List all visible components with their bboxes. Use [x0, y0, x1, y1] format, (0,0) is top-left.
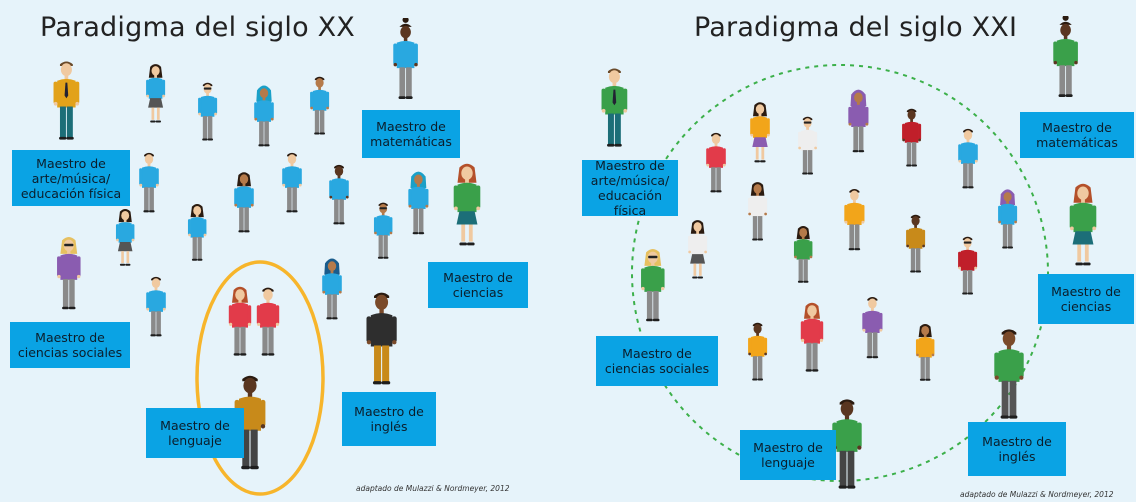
right-credit: adaptado de Mulazzi & Nordmeyer, 2012 — [960, 490, 1114, 499]
science-teacher-figure — [1064, 178, 1102, 277]
english-teacher-figure — [360, 285, 403, 397]
left-science-teacher-label: Maestro de ciencias — [428, 262, 528, 308]
student-figure — [318, 255, 346, 329]
left-panel: Paradigma del siglo XX — [10, 12, 528, 496]
right-math-teacher-label: Maestro de matemáticas — [1020, 112, 1134, 158]
student-figure — [250, 82, 278, 156]
student-figure — [840, 184, 869, 260]
right-social-teacher-label: Maestro de ciencias sociales — [596, 336, 718, 386]
student-figure — [794, 112, 821, 184]
left-title: Paradigma del siglo XX — [40, 12, 356, 43]
social-teacher-figure — [636, 244, 670, 332]
arts-teacher-figure — [48, 55, 85, 151]
student-figure — [912, 320, 938, 390]
student-figure — [844, 86, 873, 162]
science-teacher-figure — [448, 158, 486, 257]
math-teacher-figure — [1048, 14, 1083, 108]
right-science-teacher-label: Maestro de ciencias — [1038, 274, 1134, 324]
student-figure — [370, 198, 396, 268]
left-english-teacher-label: Maestro de inglés — [342, 392, 436, 446]
left-language-teacher-label: Maestro de lenguaje — [146, 408, 244, 458]
social-teacher-figure — [52, 232, 86, 320]
student-figure — [954, 124, 982, 198]
student-figure — [184, 200, 210, 270]
student-figure — [230, 168, 258, 242]
left-overlay — [195, 260, 325, 496]
student-figure — [902, 210, 929, 282]
student-figure — [702, 128, 730, 202]
right-title: Paradigma del siglo XXI — [694, 12, 1018, 43]
student-figure — [744, 178, 771, 250]
student-figure — [994, 186, 1021, 258]
student-figure — [194, 78, 221, 150]
student-figure — [278, 148, 306, 222]
student-figure — [746, 98, 774, 172]
left-social-teacher-label: Maestro de ciencias sociales — [10, 322, 130, 368]
right-language-teacher-label: Maestro de lenguaje — [740, 430, 836, 480]
student-figure — [325, 160, 353, 234]
student-figure — [404, 168, 433, 244]
student-figure — [858, 292, 887, 368]
language-group-highlight — [195, 260, 325, 496]
student-figure — [112, 205, 138, 275]
student-figure — [252, 282, 284, 366]
right-english-teacher-label: Maestro de inglés — [968, 422, 1066, 476]
student-figure — [684, 216, 711, 288]
right-panel: Paradigma del siglo XXI — [568, 0, 1136, 502]
student-figure — [796, 298, 828, 382]
math-teacher-figure — [388, 16, 423, 110]
student-figure — [142, 60, 169, 132]
student-figure — [224, 282, 256, 366]
arts-teacher-figure — [596, 62, 633, 158]
student-figure — [790, 222, 816, 292]
student-figure — [898, 104, 925, 176]
language-teacher-figure — [228, 368, 272, 482]
left-arts-teacher-label: Maestro de arte/música/ educación física — [12, 150, 130, 206]
student-figure — [954, 232, 981, 304]
student-figure — [744, 318, 771, 390]
student-figure — [135, 148, 163, 222]
right-arts-teacher-label: Maestro de arte/música/ educación física — [582, 158, 678, 218]
left-math-teacher-label: Maestro de matemáticas — [362, 110, 460, 158]
student-figure — [306, 72, 333, 144]
student-figure — [142, 272, 170, 346]
left-credit: adaptado de Mulazzi & Nordmeyer, 2012 — [356, 484, 510, 493]
english-teacher-figure — [988, 322, 1030, 431]
